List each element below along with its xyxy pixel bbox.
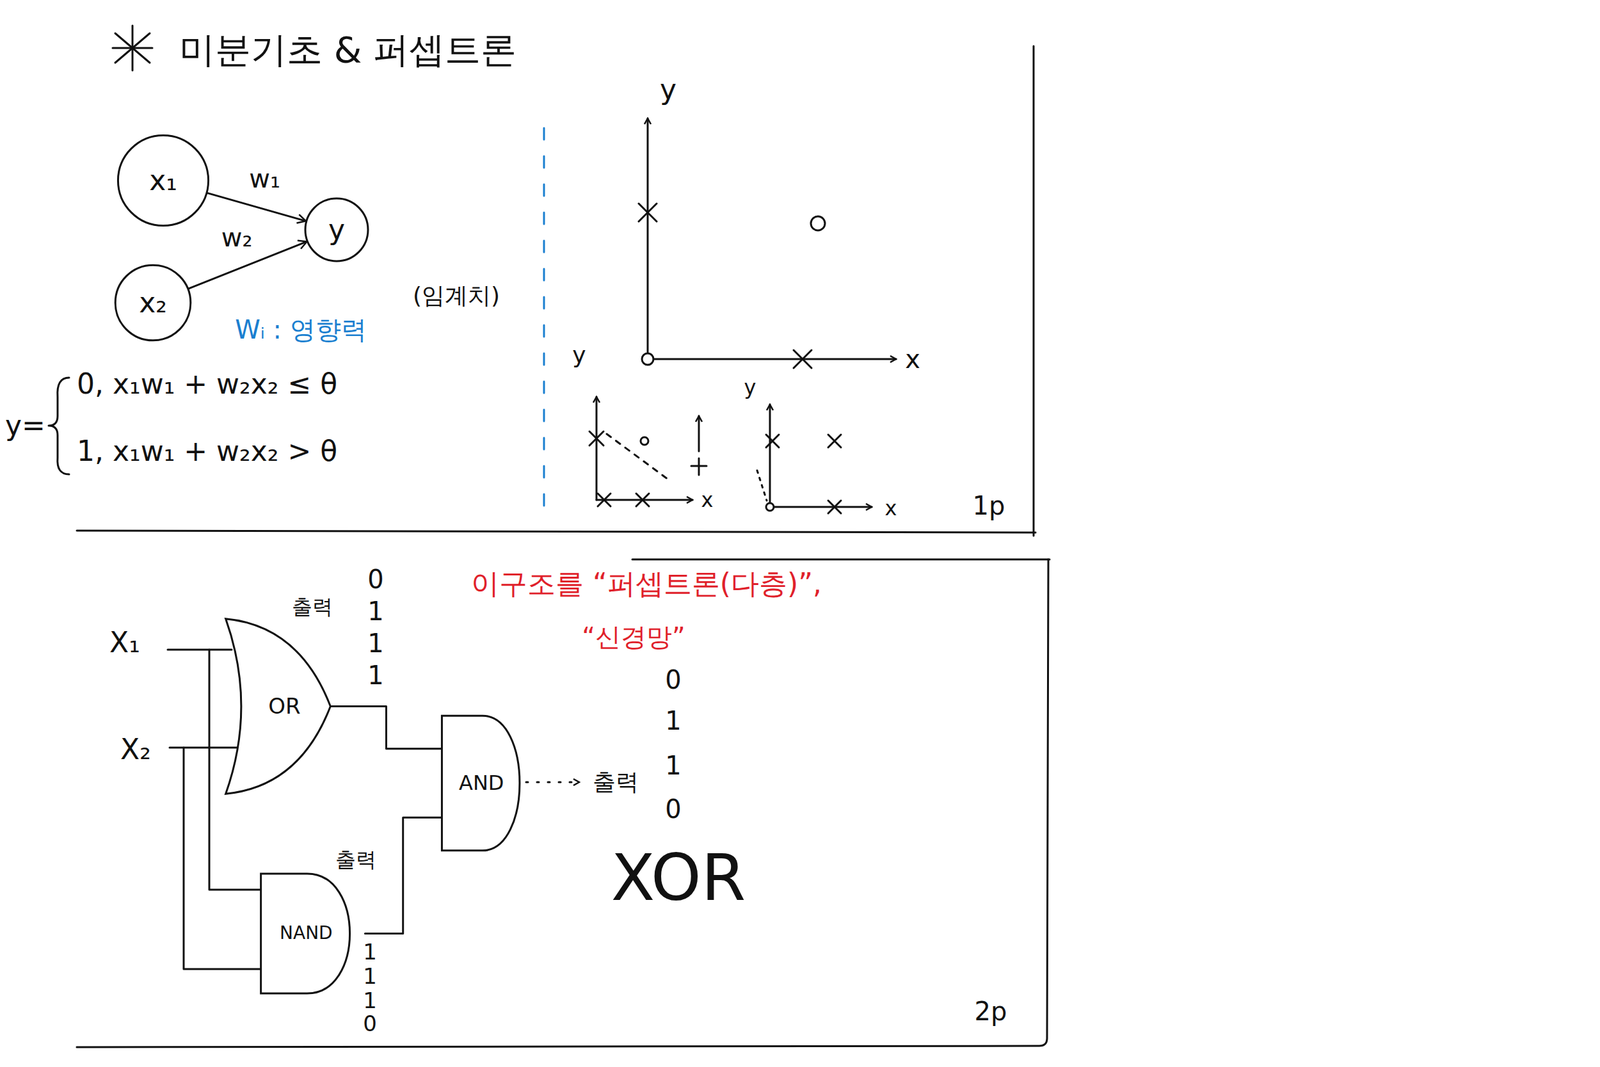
node-label: x₁ (149, 164, 178, 198)
gate-name: XOR (611, 840, 746, 915)
input-neuron: x₁ (117, 134, 210, 227)
truth-bit: 0 (367, 564, 384, 594)
function-name: y= (5, 409, 46, 443)
node-text-group: x₂ (138, 286, 168, 320)
edge-label: w₂ (218, 222, 256, 253)
nand-gate: NAND (259, 872, 365, 995)
scatter-graph (757, 404, 872, 514)
divider-line (543, 128, 546, 512)
output-note: 출력 (592, 768, 639, 795)
title: 미분기초 & 퍼셉트론 (179, 29, 517, 71)
equation: 0, x₁w₁ + w₂x₂ ≤ θ (76, 368, 338, 401)
input-neuron: x₂ (114, 264, 192, 342)
threshold-note: (임계치) (412, 282, 500, 309)
axis-label: y (572, 341, 586, 368)
page-frame (76, 46, 1050, 1048)
page-number: 1p (972, 490, 1006, 521)
node-text-group: x₁ (149, 164, 178, 198)
output-note: 출력 (335, 848, 377, 872)
red-note: 이구조를 “퍼셉트론(다층)”, (471, 567, 822, 601)
output-arrow (526, 781, 580, 784)
or-gate: OR (224, 616, 332, 796)
truth-bit: 0 (664, 794, 681, 824)
red-note: “신경망” (581, 622, 685, 652)
axis-label: x (885, 496, 898, 521)
signal-name: X₁ (109, 626, 141, 660)
node-label: OR (268, 693, 301, 719)
asterisk (112, 25, 153, 71)
axis-label: x (701, 488, 714, 512)
scatter-graph (589, 396, 707, 507)
connector (331, 706, 441, 749)
truth-bit: 1 (367, 596, 384, 626)
node-text-group: OR (268, 693, 301, 719)
axis-label: x (904, 344, 921, 374)
weight-note: Wᵢ : 영향력 (234, 314, 367, 345)
scatter-graph (638, 118, 896, 368)
node-label: NAND (279, 922, 333, 944)
truth-bit: 1 (362, 988, 377, 1014)
page-number: 2p (974, 996, 1008, 1026)
node-text-group: y (328, 213, 345, 247)
node-label: x₂ (138, 286, 168, 320)
output-note: 출력 (291, 595, 333, 619)
connector (207, 193, 306, 222)
signal-name: X₂ (120, 733, 152, 767)
edge-label: w₁ (246, 163, 283, 194)
truth-bit: 1 (367, 628, 384, 658)
connector (364, 817, 441, 934)
truth-bit: 1 (362, 939, 377, 965)
equation: 1, x₁w₁ + w₂x₂ > θ (76, 435, 338, 468)
axis-label: y (659, 73, 677, 107)
node-label: AND (458, 771, 504, 795)
truth-bit: 1 (664, 750, 681, 781)
brace (48, 377, 70, 475)
output-neuron: y (304, 197, 369, 262)
truth-bit: 1 (367, 660, 384, 690)
node-text-group: NAND (279, 922, 333, 944)
node-label: y (328, 213, 345, 247)
truth-bit: 0 (664, 664, 681, 695)
truth-bit: 1 (362, 963, 377, 989)
node-text-group: AND (458, 771, 504, 795)
and-gate: AND (440, 714, 534, 852)
truth-bit: 1 (664, 705, 681, 736)
truth-bit: 0 (362, 1011, 377, 1037)
axis-label: y (744, 375, 757, 400)
